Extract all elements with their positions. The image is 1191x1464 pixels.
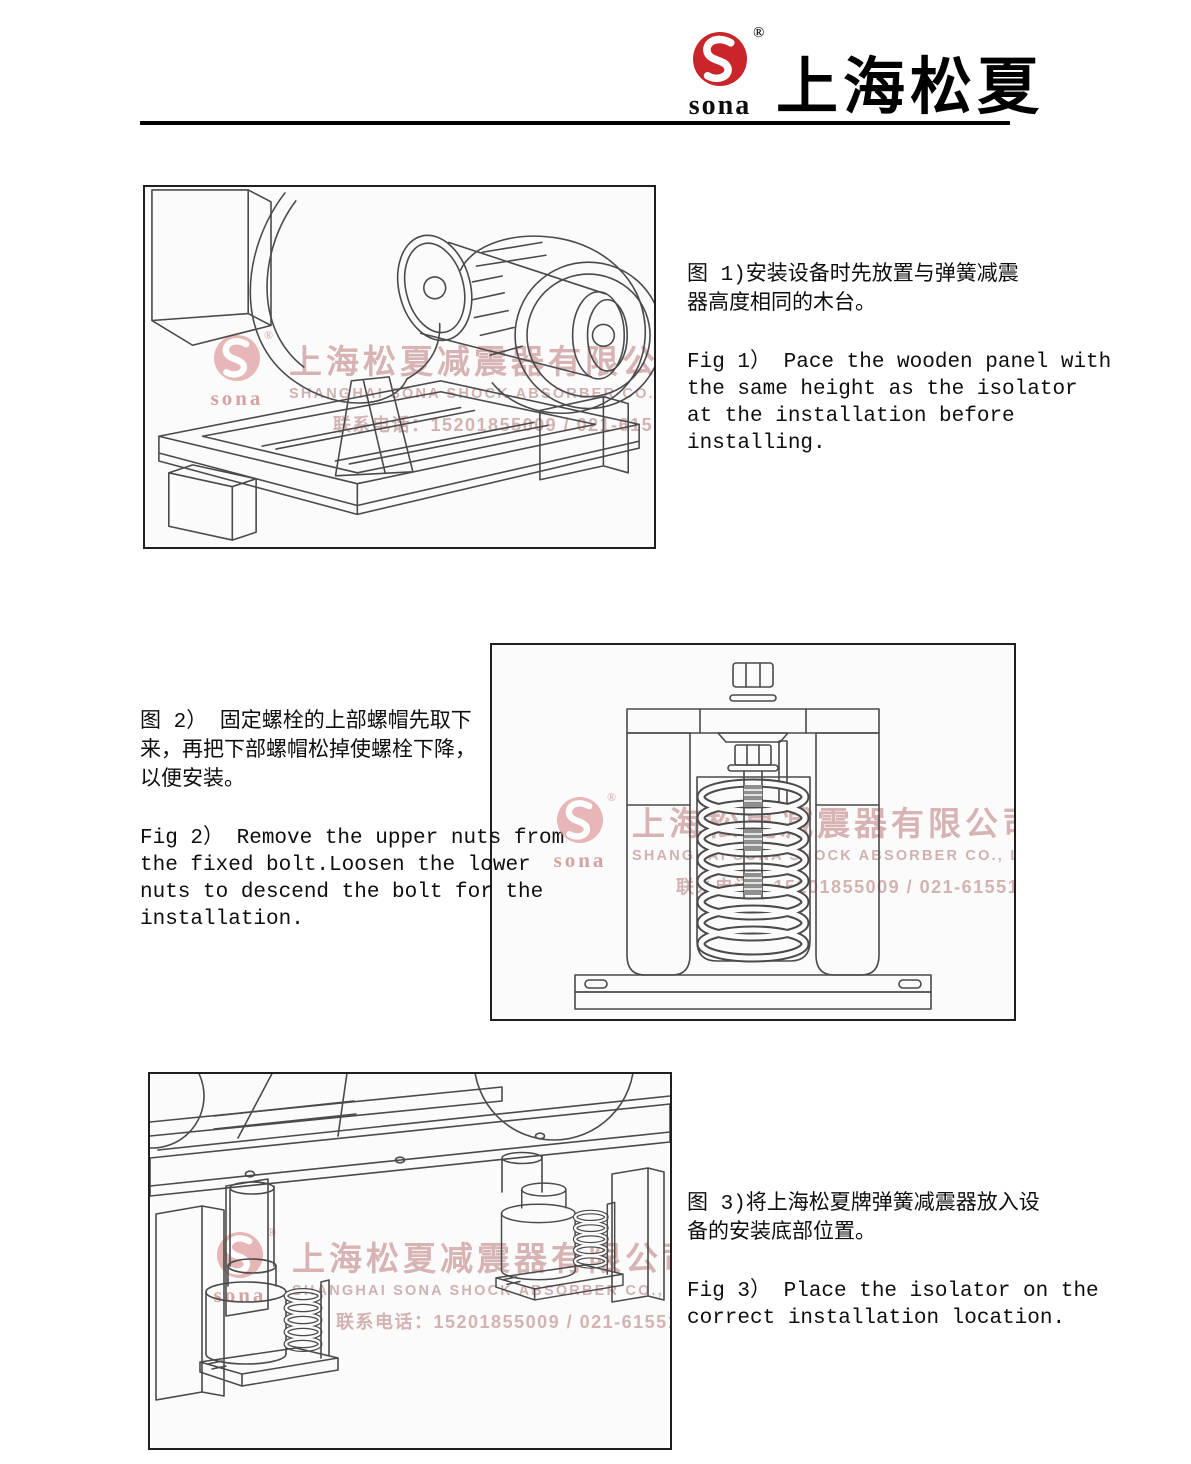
spring-isolator-cross-section-drawing — [574, 662, 932, 1010]
figure-2: ® sona 上海松夏减震器有限公司 SHANGHAI SONA SHOCK A… — [490, 643, 1016, 1021]
caption-line: the fixed bolt.Loosen the lower — [140, 854, 531, 877]
fig3-caption-cn: 图 3)将上海松夏牌弹簧减震器放入设 备的安装底部位置。 — [687, 1190, 1133, 1248]
caption-line: Fig 1） Pace the wooden panel with — [687, 351, 1112, 374]
fig2-caption-cn: 图 2） 固定螺栓的上部螺帽先取下 来，再把下部螺帽松掉使螺栓下降， 以便安装。 — [140, 708, 486, 795]
caption-line: 来，再把下部螺帽松掉使螺栓下降， — [140, 740, 476, 763]
caption-line: correct installation location. — [687, 1307, 1066, 1330]
registered-trademark: ® — [753, 25, 765, 41]
fig2-caption: 图 2） 固定螺栓的上部螺帽先取下 来，再把下部螺帽松掉使螺栓下降， 以便安装。… — [140, 708, 565, 933]
header-divider — [140, 121, 1010, 125]
sona-logo-icon — [693, 32, 747, 86]
caption-line: nuts to descend the bolt for the — [140, 881, 544, 904]
figure-3: ® sona 上海松夏减震器有限公司 SHANGHAI SONA SHOCK A… — [148, 1072, 672, 1450]
caption-line: installation. — [140, 908, 304, 931]
caption-line: 以便安装。 — [140, 769, 245, 792]
fig3-caption-en: Fig 3） Place the isolator on the correct… — [687, 1278, 1133, 1332]
fig1-caption: 图 1)安装设备时先放置与弹簧减震 器高度相同的木台。 Fig 1） Pace … — [687, 261, 1121, 457]
isolators-under-equipment-base-drawing — [150, 1074, 670, 1401]
fig1-caption-cn: 图 1)安装设备时先放置与弹簧减震 器高度相同的木台。 — [687, 261, 1121, 319]
caption-line: the same height as the isolator — [687, 378, 1078, 401]
caption-line: 图 3)将上海松夏牌弹簧减震器放入设 — [687, 1193, 1040, 1216]
caption-line: Fig 3） Place the isolator on the — [687, 1280, 1099, 1303]
fig1-caption-en: Fig 1） Pace the wooden panel with the sa… — [687, 349, 1121, 457]
s-swirl-icon — [703, 35, 735, 83]
fan-unit-on-wooden-base-drawing — [151, 189, 654, 541]
fig2-caption-en: Fig 2） Remove the upper nuts from the fi… — [140, 825, 565, 933]
caption-line: 图 2） 固定螺栓的上部螺帽先取下 — [140, 711, 472, 734]
fig3-caption: 图 3)将上海松夏牌弹簧减震器放入设 备的安装底部位置。 Fig 3） Plac… — [687, 1190, 1133, 1332]
caption-line: 图 1)安装设备时先放置与弹簧减震 — [687, 264, 1019, 287]
caption-line: 备的安装底部位置。 — [687, 1222, 876, 1245]
caption-line: 器高度相同的木台。 — [687, 293, 876, 316]
figure-1: ® sona 上海松夏减震器有限公司 SHANGHAI SONA SHOCK A… — [143, 185, 656, 549]
caption-line: installing. — [687, 432, 826, 455]
brand-name: 上海松夏 — [776, 53, 1045, 122]
caption-line: at the installation before — [687, 405, 1015, 428]
caption-line: Fig 2） Remove the upper nuts from — [140, 827, 565, 850]
logo-wordmark: sona — [688, 90, 752, 121]
